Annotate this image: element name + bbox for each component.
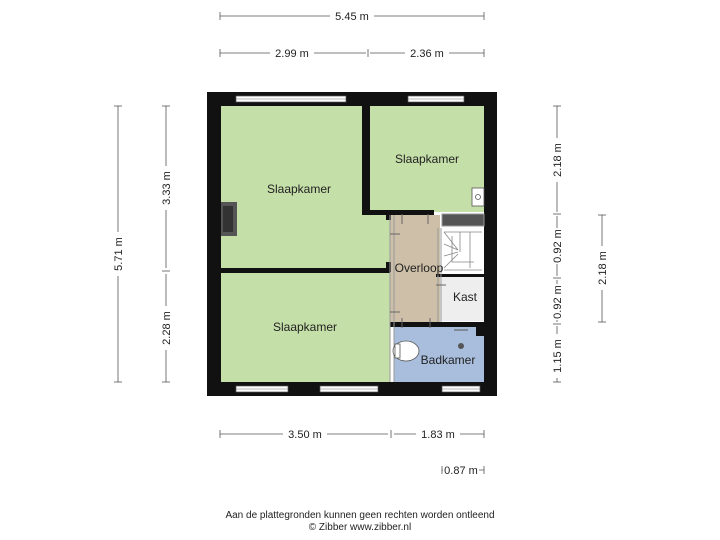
sink-drain — [475, 194, 481, 200]
room-label-landing: Overloop — [395, 261, 444, 275]
footer-disclaimer: Aan de plattegronden kunnen geen rechten… — [225, 510, 495, 521]
partition-lines — [389, 213, 485, 382]
room-label-closet: Kast — [453, 290, 478, 304]
bedroom-top-left-floor — [220, 106, 390, 268]
window-lines — [236, 98, 480, 390]
dim-total-width: 5.45 m — [335, 11, 369, 23]
staircase — [443, 231, 482, 271]
landing-floor — [390, 215, 440, 325]
dim-bottom-left-width: 3.50 m — [288, 429, 322, 441]
chimney-inner — [223, 206, 233, 232]
dimension-label-bg — [111, 9, 609, 477]
closet-floor — [440, 277, 484, 321]
dim-right-height-bottom: 1.15 m — [552, 339, 564, 373]
dim-lower-left-height: 2.28 m — [161, 311, 173, 345]
room-label-bedroom-top-right: Slaapkamer — [395, 152, 459, 166]
room-label-bedroom-top-left: Slaapkamer — [267, 182, 331, 196]
dim-right-height-mid2: 0.92 m — [552, 285, 564, 319]
outer-walls — [207, 92, 497, 396]
footer-credit: © Zibber www.zibber.nl — [308, 522, 412, 533]
room-label-bathroom: Badkamer — [421, 353, 476, 367]
door-marks — [390, 214, 446, 328]
dim-total-height: 5.71 m — [113, 237, 125, 271]
dim-bottom-right-width: 1.83 m — [421, 429, 455, 441]
sink-icon — [471, 187, 485, 207]
dim-right-height-mid: 0.92 m — [552, 229, 564, 263]
dim-upper-left-height: 3.33 m — [161, 171, 173, 205]
bedroom-bottom-floor — [220, 272, 390, 382]
dim-bottom-small-width: 0.87 m — [444, 465, 478, 477]
dim-top-left-width: 2.99 m — [275, 48, 309, 60]
dim-far-right-height: 2.18 m — [597, 251, 609, 285]
shower-drain — [458, 343, 464, 349]
bedroom-top-right-floor — [370, 106, 484, 212]
toilet-tank — [394, 343, 401, 359]
room-label-bedroom-bottom: Slaapkamer — [273, 320, 337, 334]
inner-walls — [220, 106, 484, 336]
dim-right-height-top: 2.18 m — [552, 143, 564, 177]
dim-top-right-width: 2.36 m — [410, 48, 444, 60]
